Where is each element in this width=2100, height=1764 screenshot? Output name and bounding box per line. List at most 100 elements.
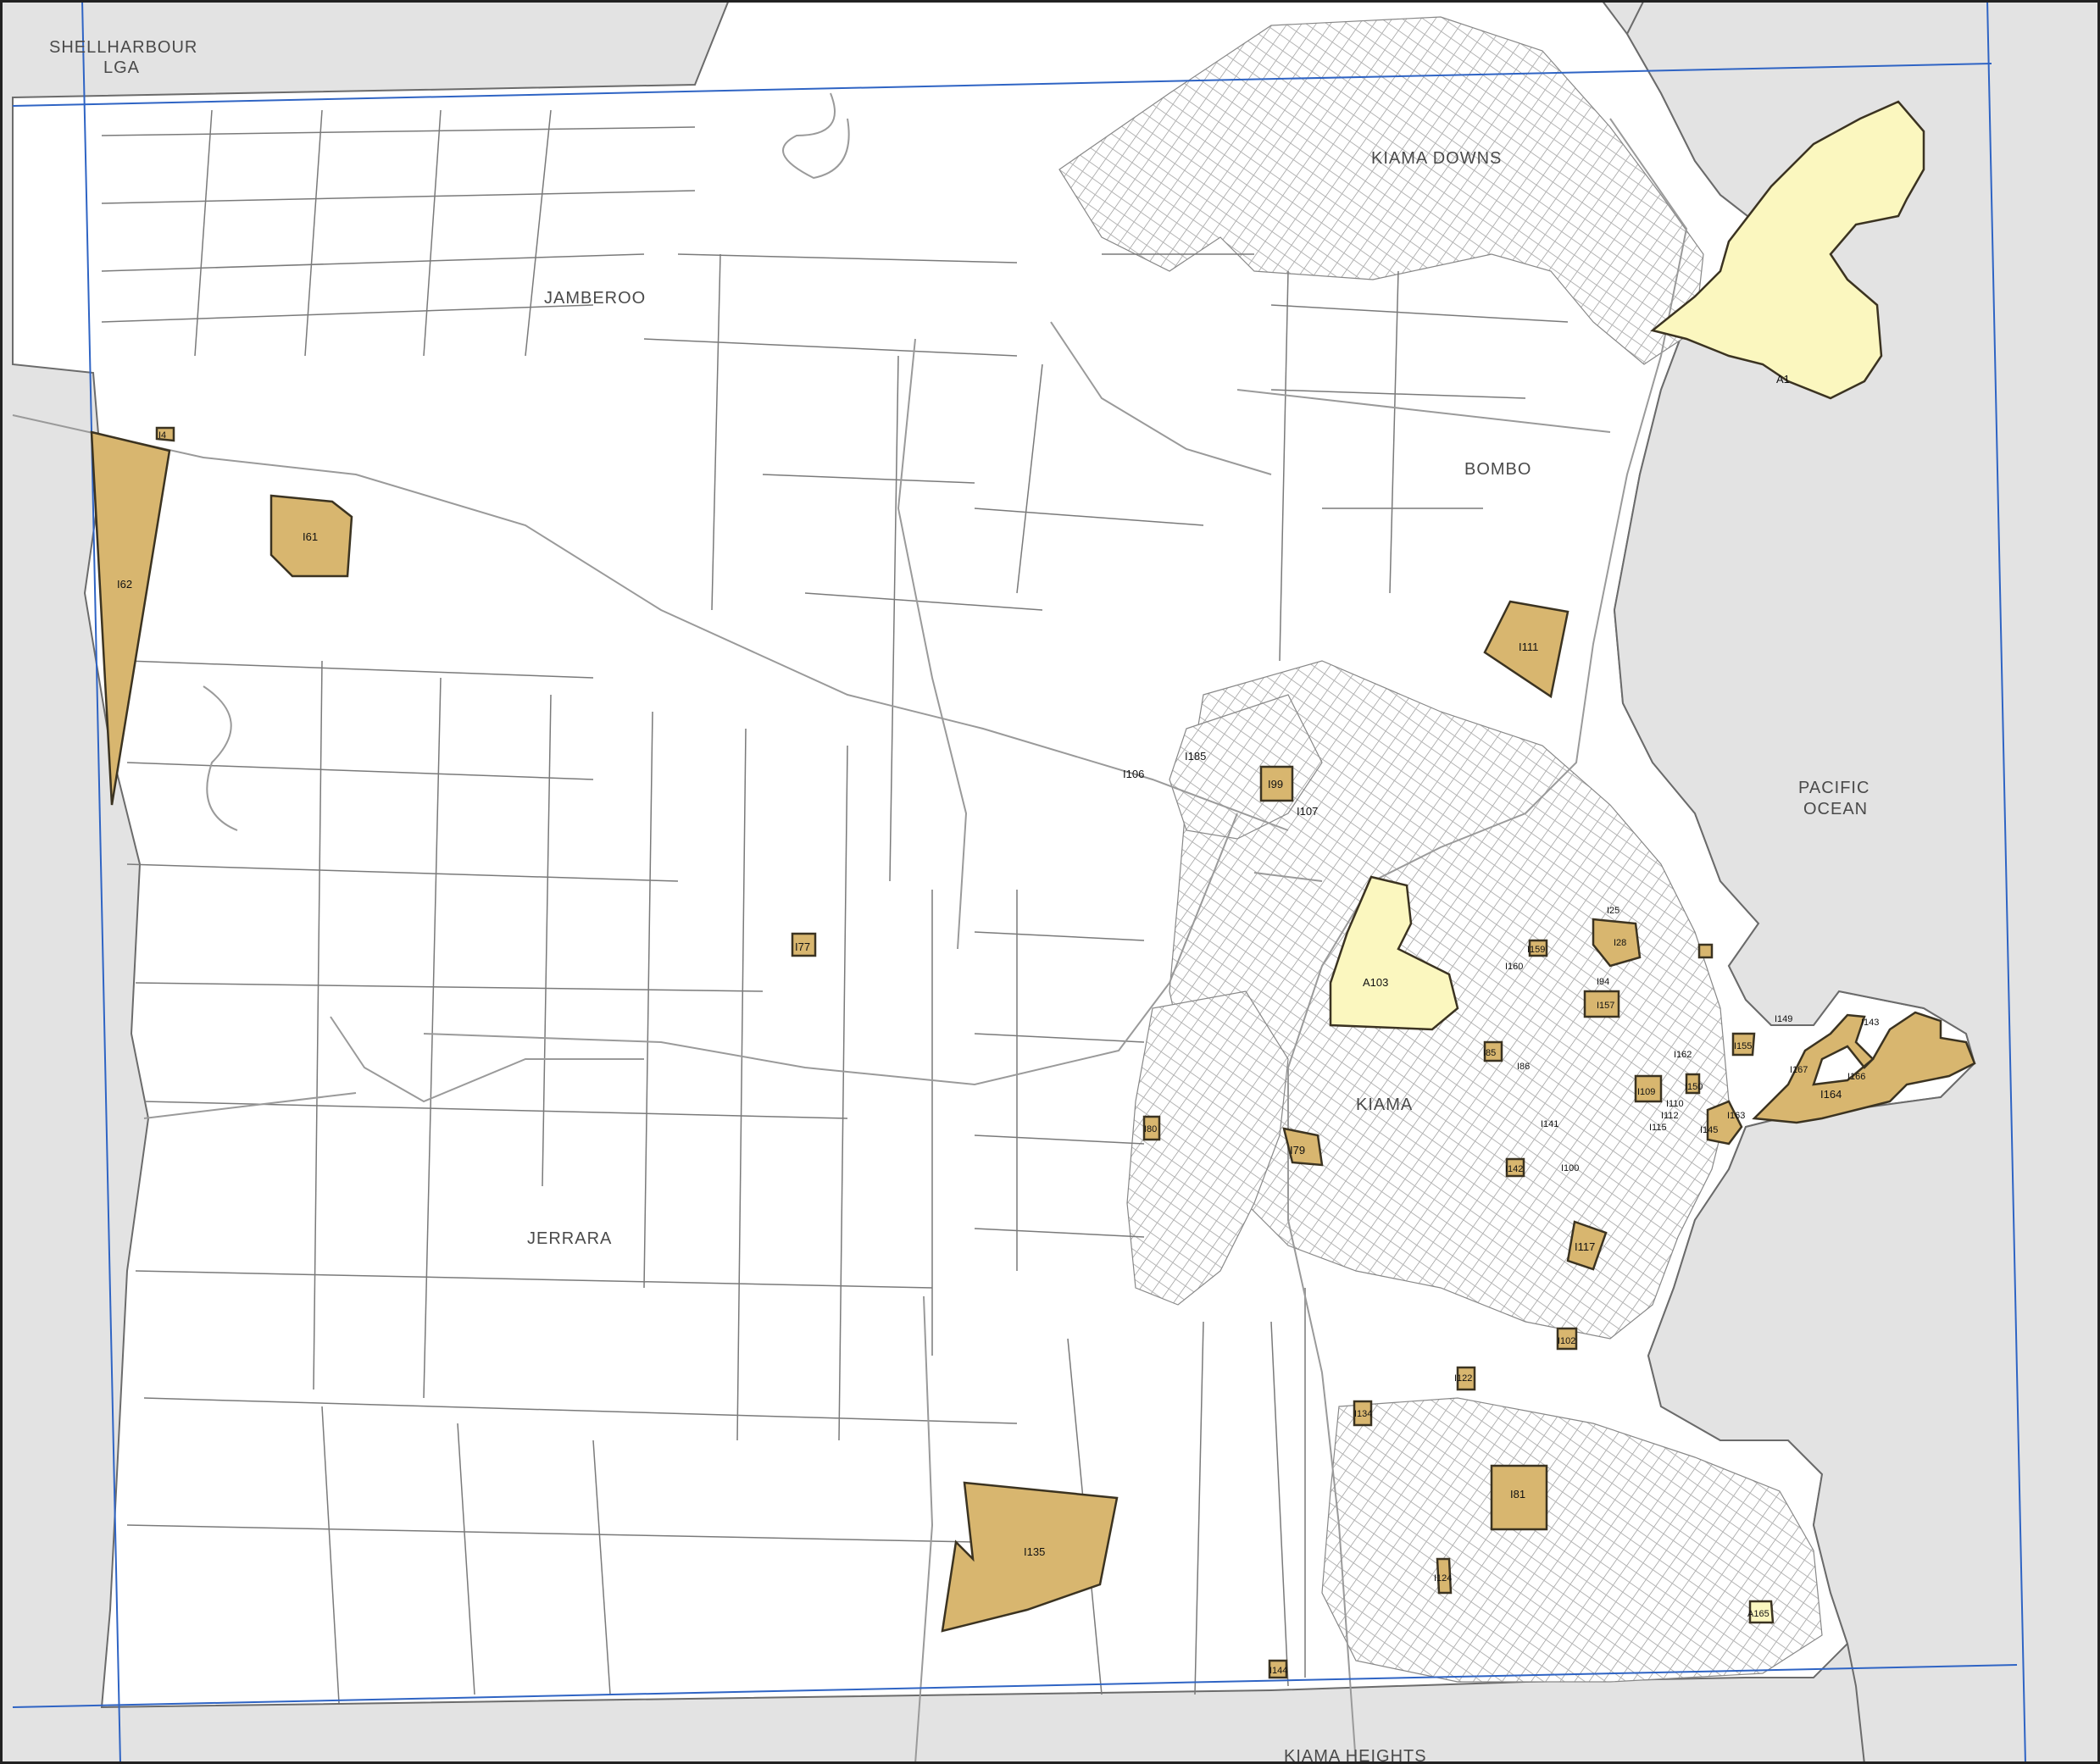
site-I111[interactable] <box>1483 600 1569 699</box>
site-I81[interactable] <box>1490 1464 1548 1531</box>
label-kiama-heights: KIAMA HEIGHTS <box>1284 1747 1427 1764</box>
site-I79[interactable] <box>1282 1127 1324 1167</box>
label-jamberoo: JAMBEROO <box>544 289 646 308</box>
site-label-A1: A1 <box>1776 373 1790 386</box>
site-label-I99: I99 <box>1268 778 1283 790</box>
site-label-I100: I100 <box>1561 1163 1579 1173</box>
site-I124[interactable] <box>1436 1557 1453 1595</box>
site-label-I166: I166 <box>1847 1072 1865 1082</box>
site-label-I79: I79 <box>1290 1144 1305 1157</box>
site-label-I4: I4 <box>158 430 166 441</box>
site-label-I112: I112 <box>1661 1111 1679 1121</box>
site-label-I106: I106 <box>1123 768 1144 780</box>
site-I145[interactable] <box>1706 1100 1743 1145</box>
site-I159[interactable] <box>1528 939 1548 957</box>
site-I134[interactable] <box>1353 1400 1373 1427</box>
site-I157[interactable] <box>1583 990 1620 1018</box>
heritage-items <box>90 426 1976 1679</box>
site-label-A103: A103 <box>1363 976 1388 989</box>
label-shellharbour: SHELLHARBOUR <box>49 38 197 57</box>
site-label-I144: I144 <box>1269 1666 1287 1676</box>
pacific-ocean <box>1613 0 2100 1764</box>
site-label-I122: I122 <box>1454 1373 1472 1384</box>
site-label-I85: I85 <box>1483 1048 1496 1058</box>
site-label-I162: I162 <box>1674 1050 1692 1060</box>
site-I164[interactable] <box>1752 1011 1976 1124</box>
site-label-I62: I62 <box>117 578 132 591</box>
kiama-downs-urban <box>1058 16 1704 365</box>
site-label-A165: A165 <box>1747 1609 1769 1619</box>
site-I117[interactable] <box>1566 1220 1608 1271</box>
site-label-I86: I86 <box>1517 1062 1530 1072</box>
site-label-I141: I141 <box>1541 1119 1558 1129</box>
site-label-I145: I145 <box>1700 1125 1718 1135</box>
road-network <box>12 92 1688 1764</box>
site-label-I163: I163 <box>1727 1111 1745 1121</box>
site-label-I159: I159 <box>1527 945 1545 955</box>
site-label-I28: I28 <box>1614 938 1626 948</box>
site-I144[interactable] <box>1268 1659 1288 1679</box>
north-kiama-urban <box>1169 694 1323 840</box>
site-I142[interactable] <box>1505 1157 1525 1178</box>
kiama-west-urban <box>1126 990 1289 1306</box>
site-label-I150: I150 <box>1685 1082 1703 1092</box>
site-A103[interactable] <box>1329 875 1459 1031</box>
site-label-I143b: I143 <box>1861 1018 1879 1028</box>
site-I4[interactable] <box>155 426 175 442</box>
label-ocean: OCEAN <box>1803 800 1868 818</box>
site-label-I61: I61 <box>303 530 318 543</box>
site-label-I149: I149 <box>1775 1014 1792 1024</box>
site-I62[interactable] <box>90 430 171 806</box>
label-pacific: PACIFIC <box>1798 779 1869 797</box>
site-label-I115: I115 <box>1649 1123 1667 1133</box>
archaeological-items <box>1329 100 1925 1624</box>
site-I155[interactable] <box>1731 1032 1756 1057</box>
site-I143[interactable] <box>1697 943 1714 959</box>
site-A1[interactable] <box>1650 100 1925 400</box>
site-label-I164: I164 <box>1820 1088 1842 1101</box>
site-label-I134: I134 <box>1354 1409 1372 1419</box>
site-label-I155: I155 <box>1734 1041 1752 1051</box>
site-label-I167: I167 <box>1790 1065 1808 1075</box>
site-label-I185: I185 <box>1185 750 1206 763</box>
site-I109[interactable] <box>1634 1074 1663 1103</box>
site-label-I102: I102 <box>1558 1336 1575 1346</box>
site-label-I142: I142 <box>1505 1164 1523 1174</box>
site-labels: A1 I62 I61 I4 I111 I99 I106 I185 I107 I7… <box>117 373 1879 1676</box>
site-I150[interactable] <box>1685 1073 1701 1095</box>
site-label-I81: I81 <box>1510 1488 1525 1501</box>
label-kiama: KIAMA <box>1356 1096 1413 1114</box>
site-label-I25: I25 <box>1607 906 1619 916</box>
site-cluster-central[interactable] <box>1592 918 1642 968</box>
grid-lines <box>12 0 2026 1764</box>
site-label-I80: I80 <box>1144 1124 1157 1134</box>
site-I80[interactable] <box>1142 1115 1161 1141</box>
label-jerrara: JERRARA <box>527 1229 612 1248</box>
site-A165[interactable] <box>1748 1600 1775 1624</box>
site-label-I107: I107 <box>1297 805 1318 818</box>
site-label-I160: I160 <box>1505 962 1523 972</box>
site-I102[interactable] <box>1556 1327 1578 1351</box>
site-label-I111: I111 <box>1519 641 1538 653</box>
label-shellharbour-lga: LGA <box>103 58 140 77</box>
place-labels: SHELLHARBOUR LGA JAMBEROO KIAMA DOWNS BO… <box>49 38 1869 1764</box>
site-label-I77: I77 <box>795 940 810 953</box>
site-I77[interactable] <box>791 932 817 957</box>
site-label-I124: I124 <box>1434 1573 1452 1584</box>
site-label-I110: I110 <box>1666 1099 1684 1109</box>
label-kiama-downs: KIAMA DOWNS <box>1371 149 1502 168</box>
site-label-I117: I117 <box>1575 1240 1595 1253</box>
site-label-I94: I94 <box>1597 977 1609 987</box>
site-I135[interactable] <box>941 1481 1119 1633</box>
site-I122[interactable] <box>1456 1366 1476 1391</box>
site-label-I135: I135 <box>1024 1545 1045 1558</box>
site-label-I109: I109 <box>1637 1087 1655 1097</box>
site-label-I157: I157 <box>1597 1001 1614 1011</box>
label-bombo: BOMBO <box>1464 460 1531 479</box>
kiama-south-urban <box>1321 1397 1823 1683</box>
site-I85[interactable] <box>1483 1040 1503 1062</box>
site-I99[interactable] <box>1259 765 1294 802</box>
site-I61[interactable] <box>269 494 353 578</box>
